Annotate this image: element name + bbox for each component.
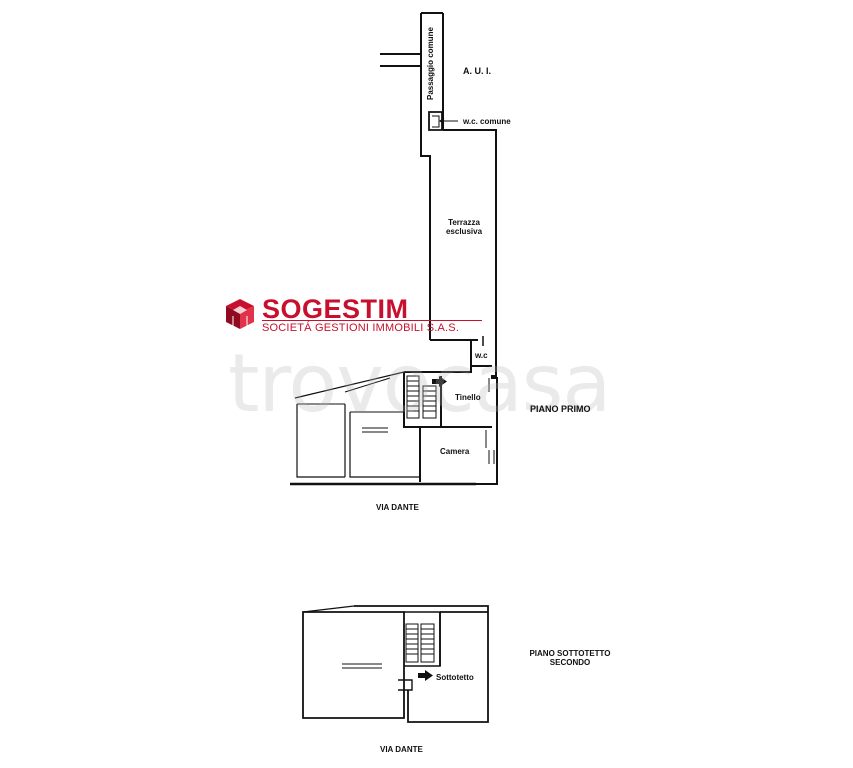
label-piano-sottotetto: PIANO SOTTOTETTO SECONDO xyxy=(518,649,622,667)
attic-roof-line xyxy=(302,605,355,613)
label-wc: w.c xyxy=(475,351,488,360)
attic-stair xyxy=(404,611,441,667)
label-via-dante-first: VIA DANTE xyxy=(376,503,419,512)
wall-building-roof-mid xyxy=(344,377,391,393)
wall-right-apartment xyxy=(476,340,498,485)
wall-terrace-top xyxy=(443,129,497,340)
label-camera: Camera xyxy=(440,447,470,456)
label-terrazza-line2: esclusiva xyxy=(445,227,483,236)
company-logo: SOGESTIM SOCIETÁ GESTIONI IMMOBILI S.A.S… xyxy=(222,294,490,340)
label-passaggio-comune: Passaggio comune xyxy=(426,27,435,100)
wall-building-mid xyxy=(344,404,420,478)
label-terrazza: Terrazza esclusiva xyxy=(437,218,491,236)
wall-tinello-left xyxy=(404,366,472,373)
attic-outer xyxy=(354,605,489,723)
arrow-first-floor xyxy=(432,376,447,387)
wall-wc-comune-inner xyxy=(432,115,440,128)
logo-divider xyxy=(262,320,482,321)
wall-passage-left xyxy=(420,13,431,340)
arrow-attic xyxy=(418,670,433,681)
stair-treads-attic xyxy=(405,623,435,663)
stair-treads-first xyxy=(406,375,437,419)
label-piano-sottotetto-line2: SECONDO xyxy=(549,658,591,667)
attic-step xyxy=(398,679,413,691)
logo-cube-icon xyxy=(226,299,254,329)
label-sottotetto: Sottotetto xyxy=(436,673,474,682)
wall-wc-comune xyxy=(428,111,443,131)
wall-building-bar xyxy=(362,427,388,433)
wall-building-left xyxy=(296,404,345,478)
arrow-wc-comune xyxy=(439,117,458,125)
wall-stair xyxy=(403,372,442,428)
attic-left xyxy=(302,611,405,719)
wall-building-roof-left xyxy=(294,371,405,399)
logo-subtitle: SOCIETÁ GESTIONI IMMOBILI S.A.S. xyxy=(262,322,460,334)
window-right-2 xyxy=(488,450,495,464)
label-terrazza-line1: Terrazza xyxy=(448,218,480,227)
label-piano-sottotetto-line1: PIANO SOTTOTETTO xyxy=(529,649,611,658)
watermark-text: trovocasa xyxy=(228,337,611,430)
attic-bar xyxy=(342,663,382,669)
label-via-dante-attic: VIA DANTE xyxy=(380,745,423,754)
wall-building-inner xyxy=(297,403,404,413)
label-tinello: Tinello xyxy=(455,393,481,402)
logo-name: SOGESTIM xyxy=(262,294,409,324)
attic-right-room xyxy=(407,611,488,718)
label-wc-comune: w.c. comune xyxy=(463,117,511,126)
label-aui: A. U. I. xyxy=(463,66,492,76)
label-piano-primo: PIANO PRIMO xyxy=(530,404,591,414)
